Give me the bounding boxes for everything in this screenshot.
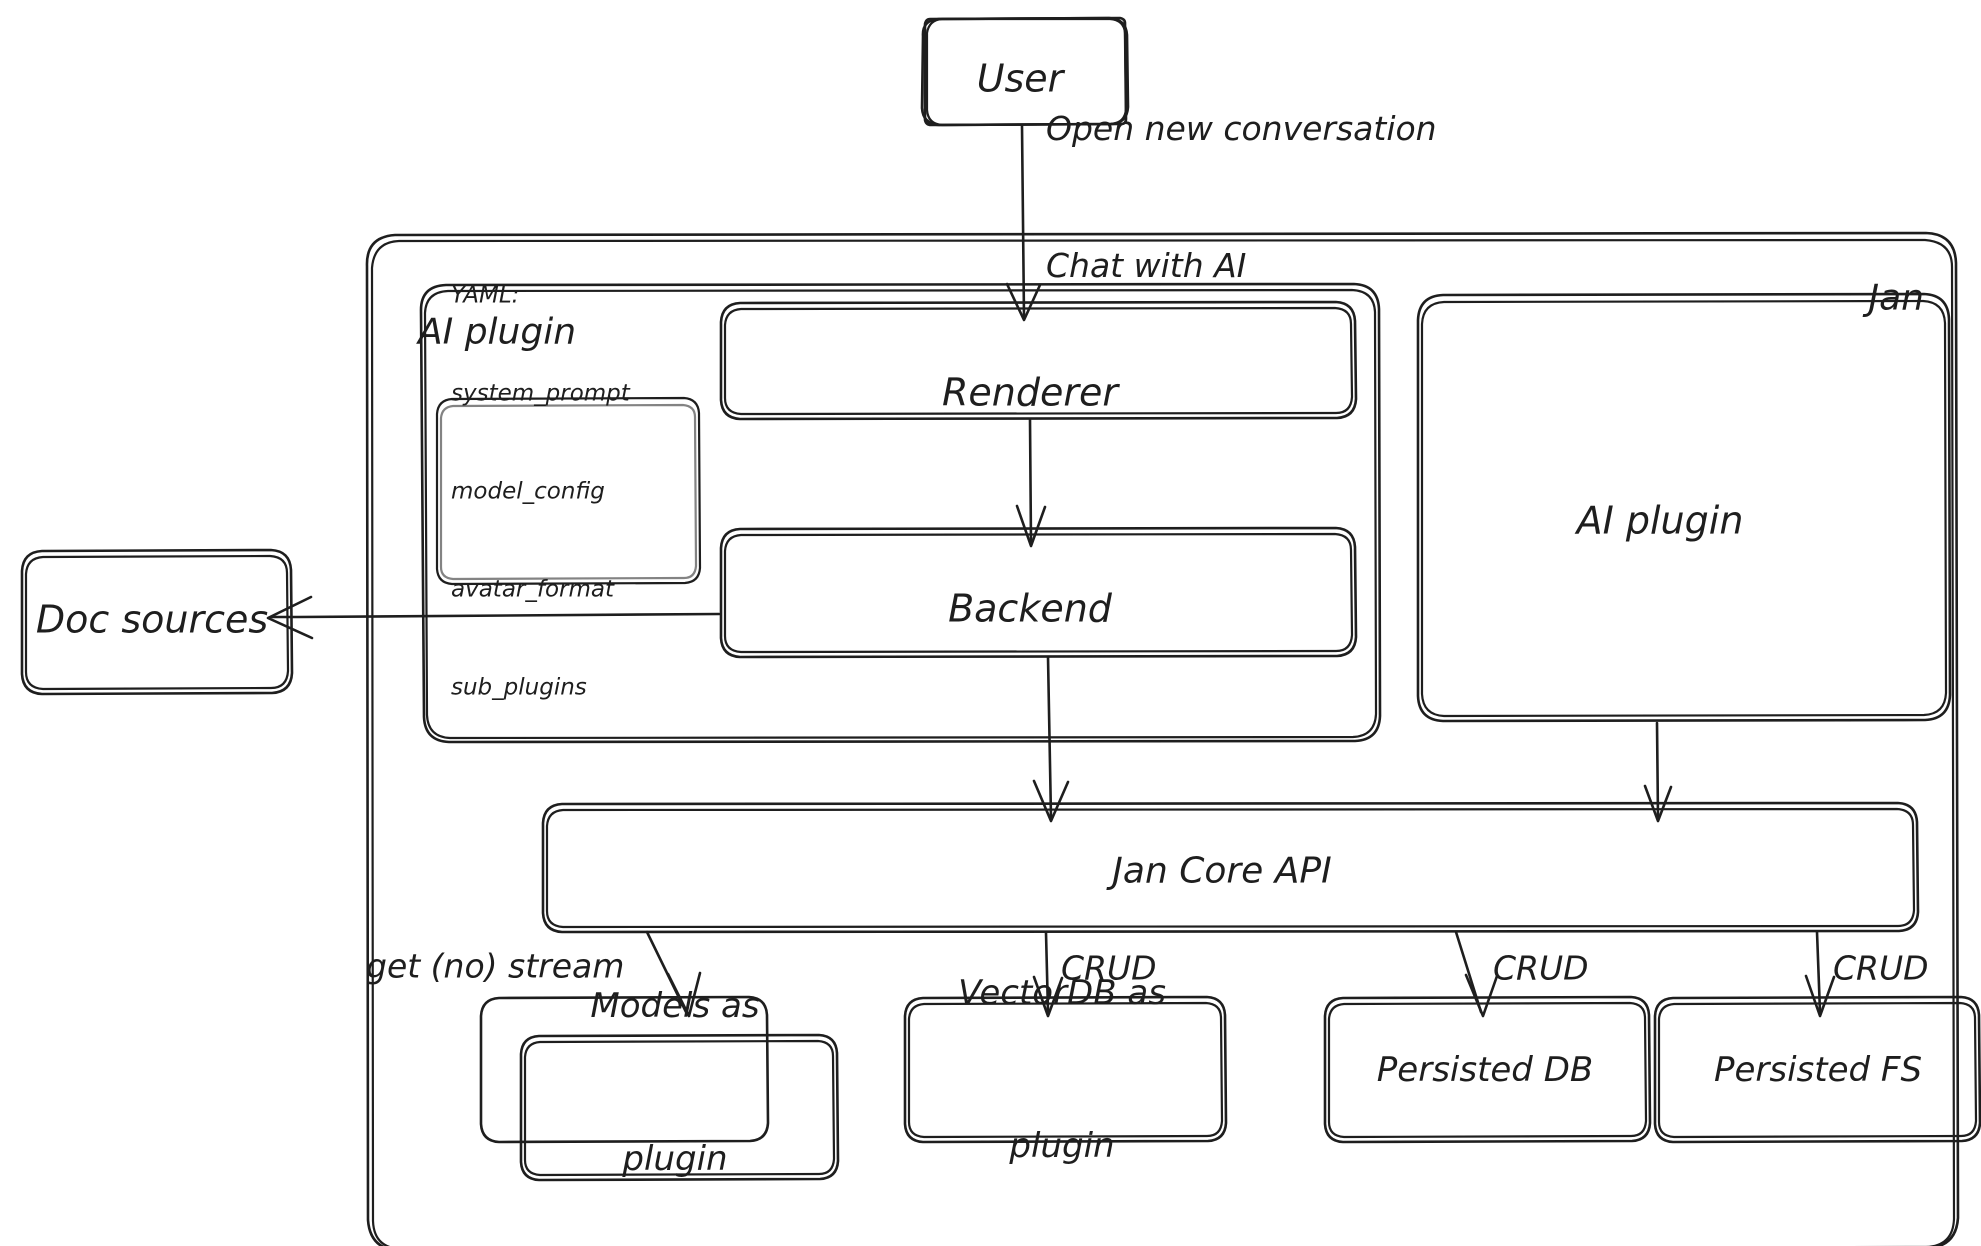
models-box-shape	[479, 995, 840, 1182]
jan-core-api-box-shape	[541, 801, 1920, 934]
edge-ai-plugin-to-core-api	[1643, 721, 1673, 823]
edge-user-to-renderer	[1005, 124, 1042, 322]
doc-sources-box-shape	[20, 548, 294, 696]
jan-container-shape	[365, 231, 1960, 1246]
edge-backend-to-core-api	[1032, 655, 1070, 823]
edge-core-api-to-vectordb	[1032, 931, 1064, 1018]
ai-plugin-group-shape	[419, 282, 1382, 744]
backend-box-shape	[719, 526, 1358, 659]
ai-plugin-right-box-shape	[1416, 292, 1952, 723]
renderer-box-shape	[719, 300, 1358, 421]
persisted-db-box-shape	[1323, 995, 1652, 1144]
vectordb-box-shape	[903, 995, 1228, 1144]
persisted-fs-box-shape	[1653, 995, 1981, 1144]
user-box-shape	[920, 16, 1130, 127]
edge-core-api-to-models	[645, 930, 702, 1018]
yaml-card-shape	[435, 396, 702, 586]
edge-core-api-to-persisted-db	[1454, 930, 1499, 1018]
edge-core-api-to-persisted-fs	[1804, 930, 1836, 1018]
edge-renderer-to-backend	[1015, 418, 1047, 548]
edge-backend-to-doc-sources	[266, 595, 721, 640]
